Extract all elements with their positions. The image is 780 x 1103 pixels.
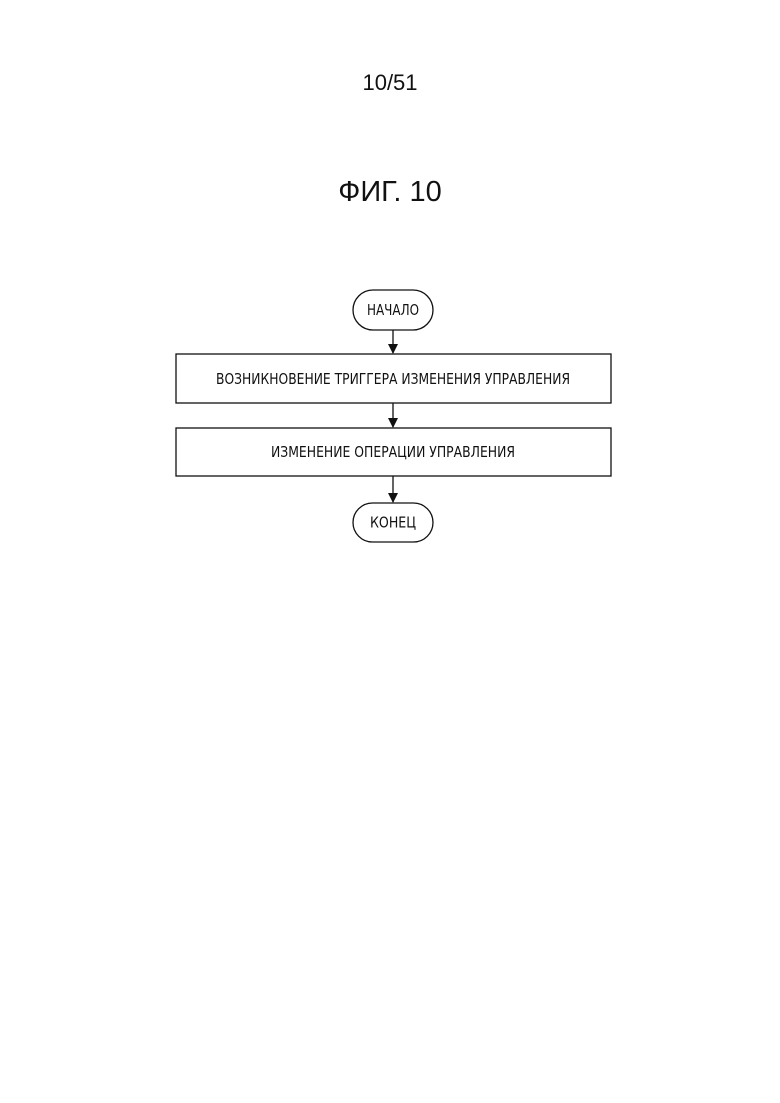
end-terminator: КОНЕЦ bbox=[353, 503, 433, 542]
step-1-label: ВОЗНИКНОВЕНИЕ ТРИГГЕРА ИЗМЕНЕНИЯ УПРАВЛЕ… bbox=[216, 370, 570, 388]
step-2-label: ИЗМЕНЕНИЕ ОПЕРАЦИИ УПРАВЛЕНИЯ bbox=[271, 443, 515, 461]
start-label: НАЧАЛО bbox=[367, 301, 419, 319]
start-terminator: НАЧАЛО bbox=[353, 290, 433, 330]
process-step-change: ИЗМЕНЕНИЕ ОПЕРАЦИИ УПРАВЛЕНИЯ bbox=[176, 428, 611, 476]
process-step-trigger: ВОЗНИКНОВЕНИЕ ТРИГГЕРА ИЗМЕНЕНИЯ УПРАВЛЕ… bbox=[176, 354, 611, 403]
end-label: КОНЕЦ bbox=[370, 514, 416, 532]
